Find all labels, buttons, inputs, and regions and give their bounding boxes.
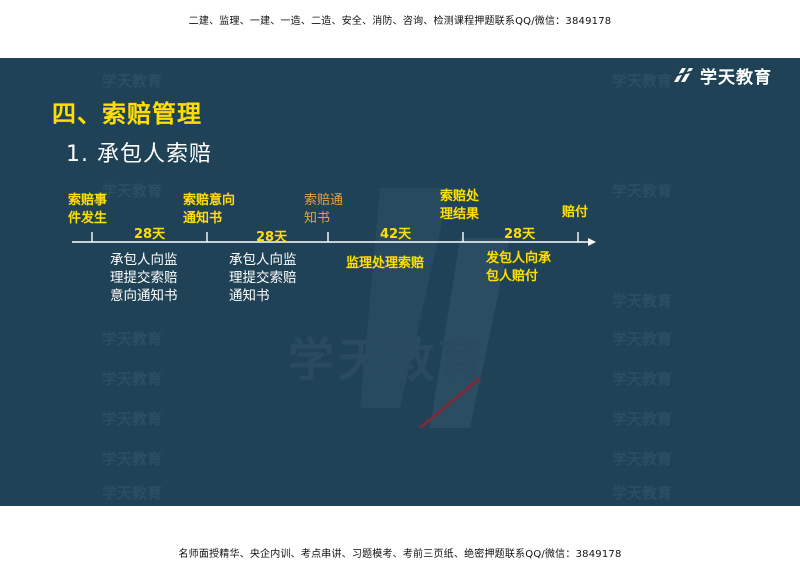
watermark-row: 学天教育学天教育 [102, 182, 673, 200]
duration-label: 28天 [504, 227, 536, 242]
logo-text: 学天教育 [700, 67, 772, 88]
watermark-row: 学天教育学天教育 [102, 450, 673, 468]
event-label-intent-notice: 索赔意向通知书 [183, 193, 236, 226]
xuetian-logo-icon [673, 68, 695, 82]
description-intent-notice: 承包人向监理提交索赔意向通知书 [110, 252, 178, 304]
bottom-banner: 名师面授精华、央企内训、考点串讲、习题模考、考前三页纸、绝密押题联系QQ/微信：… [178, 549, 622, 560]
slide: 学天教育学天教育 学天教育学天教育 学天教育 学天教育学天教育 学天教育学天教育… [0, 58, 800, 506]
duration-label: 28天 [134, 227, 166, 242]
watermark-row: 学天教育 [612, 292, 673, 310]
watermark-row: 学天教育学天教育 [102, 330, 673, 348]
description-supervisor-handling: 监理处理索赔 [346, 256, 425, 271]
watermark-row: 学天教育学天教育 [102, 484, 673, 502]
watermark-row: 学天教育学天教育 [102, 370, 673, 388]
watermark-logo-shape [360, 188, 510, 428]
description-employer-payment: 发包人向承包人赔付 [486, 251, 552, 284]
duration-label: 28天 [256, 230, 288, 245]
description-claim-notice: 承包人向监理提交索赔通知书 [229, 252, 297, 304]
event-label-claim-result: 索赔处理结果 [440, 189, 480, 222]
slide-subtitle: 1. 承包人索赔 [66, 142, 212, 167]
timeline-axis [72, 232, 596, 246]
event-label-claim-occurs: 索赔事件发生 [68, 193, 108, 226]
slide-title: 四、索赔管理 [52, 100, 202, 128]
event-label-payment: 赔付 [562, 205, 589, 220]
top-banner: 二建、监理、一建、一造、二造、安全、消防、咨询、检测课程押题联系QQ/微信：38… [188, 16, 612, 27]
event-label-claim-notice: 索赔通知书 [304, 193, 344, 226]
duration-label: 42天 [380, 227, 412, 242]
watermark-large: 学天教育 [288, 333, 488, 387]
brand-logo: 学天教育 [672, 64, 772, 88]
watermark-row: 学天教育学天教育 [102, 72, 673, 90]
watermark-row: 学天教育学天教育 [102, 410, 673, 428]
